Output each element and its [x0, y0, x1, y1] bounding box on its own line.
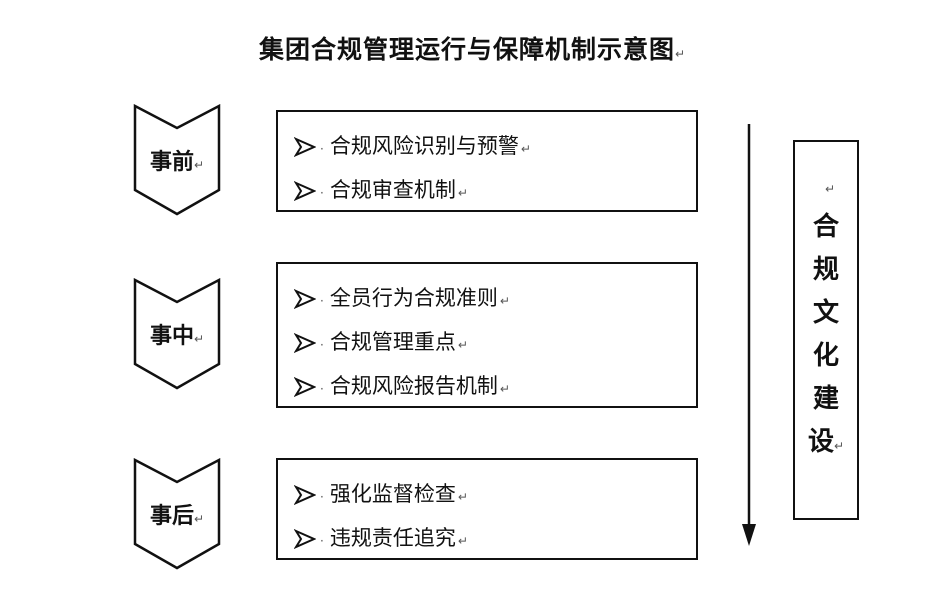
paragraph-mark: ↵ [457, 490, 468, 504]
down-arrow-icon [742, 124, 756, 546]
chevron-down-shape [133, 278, 221, 390]
list-item: · 强化监督检查↵ [294, 472, 696, 516]
stage-label-text: 事后 [149, 503, 194, 529]
culture-char: 设 [807, 427, 834, 457]
bullet-dot: · [320, 186, 324, 200]
arrowhead-bullet-icon [294, 377, 316, 397]
stage-label-before: 事前↵ [133, 144, 221, 176]
stage-label-after: 事后↵ [133, 498, 221, 530]
paragraph-mark: ↵ [825, 182, 836, 196]
list-item: · 合规风险识别与预警↵ [294, 124, 696, 168]
stage-label-during: 事中↵ [133, 318, 221, 350]
culture-construction-box: ↵ 合 规 文 化 建 设↵ [793, 140, 859, 520]
item-text: 合规管理重点 [329, 330, 456, 354]
item-text: 合规风险报告机制 [329, 374, 498, 398]
culture-char: 规 [812, 255, 839, 285]
bullet-dot: · [320, 338, 324, 352]
arrowhead-bullet-icon [294, 137, 316, 157]
bullet-dot: · [320, 142, 324, 156]
paragraph-mark: ↵ [193, 512, 205, 526]
item-text: 全员行为合规准则 [329, 286, 498, 310]
stage-chevron-after: 事后↵ [133, 458, 221, 570]
stage-label-text: 事前 [149, 149, 194, 175]
culture-char-last: 设↵ [795, 421, 857, 468]
stage-label-text: 事中 [149, 323, 194, 349]
item-text: 合规审查机制 [329, 178, 456, 202]
arrowhead-bullet-icon [294, 289, 316, 309]
bullet-dot: · [320, 534, 324, 548]
paragraph-mark: ↵ [457, 534, 468, 548]
list-item: · 全员行为合规准则↵ [294, 276, 696, 320]
paragraph-mark: ↵ [499, 382, 510, 396]
culture-construction-label: 合 规 文 化 建 设↵ [795, 206, 857, 468]
diagram-title: 集团合规管理运行与保障机制示意图↵ [0, 30, 945, 66]
bullet-dot: · [320, 382, 324, 396]
culture-char: 化 [812, 341, 839, 371]
list-item: · 合规管理重点↵ [294, 320, 696, 364]
stage-chevron-during: 事中↵ [133, 278, 221, 390]
chevron-down-shape [133, 458, 221, 570]
stage-chevron-before: 事前↵ [133, 104, 221, 216]
paragraph-mark: ↵ [499, 294, 510, 308]
culture-char: 建 [812, 384, 839, 414]
arrowhead-bullet-icon [294, 485, 316, 505]
arrowhead-bullet-icon [294, 333, 316, 353]
item-text: 合规风险识别与预警 [329, 134, 519, 158]
item-text: 违规责任追究 [329, 526, 456, 550]
item-text: 强化监督检查 [329, 482, 456, 506]
paragraph-mark: ↵ [457, 338, 468, 352]
paragraph-mark: ↵ [457, 186, 468, 200]
list-item: · 违规责任追究↵ [294, 516, 696, 560]
culture-char: 文 [812, 298, 839, 328]
paragraph-mark: ↵ [193, 332, 205, 346]
diagram-title-text: 集团合规管理运行与保障机制示意图 [258, 35, 675, 64]
paragraph-mark: ↵ [833, 439, 845, 453]
list-item: · 合规审查机制↵ [294, 168, 696, 212]
paragraph-mark: ↵ [520, 142, 531, 156]
list-item: · 合规风险报告机制↵ [294, 364, 696, 408]
chevron-down-shape [133, 104, 221, 216]
bullet-dot: · [320, 490, 324, 504]
paragraph-mark: ↵ [193, 158, 205, 172]
culture-char: 合 [812, 212, 839, 242]
arrowhead-bullet-icon [294, 529, 316, 549]
stage-box-before: ·合规风险识别与预警↵ ·合规审查机制↵ [276, 110, 698, 212]
bullet-dot: · [320, 294, 324, 308]
paragraph-mark: ↵ [674, 47, 687, 61]
stage-box-after: ·强化监督检查↵ ·违规责任追究↵ [276, 458, 698, 560]
arrowhead-bullet-icon [294, 181, 316, 201]
stage-box-during: ·全员行为合规准则↵ ·合规管理重点↵ ·合规风险报告机制↵ [276, 262, 698, 408]
